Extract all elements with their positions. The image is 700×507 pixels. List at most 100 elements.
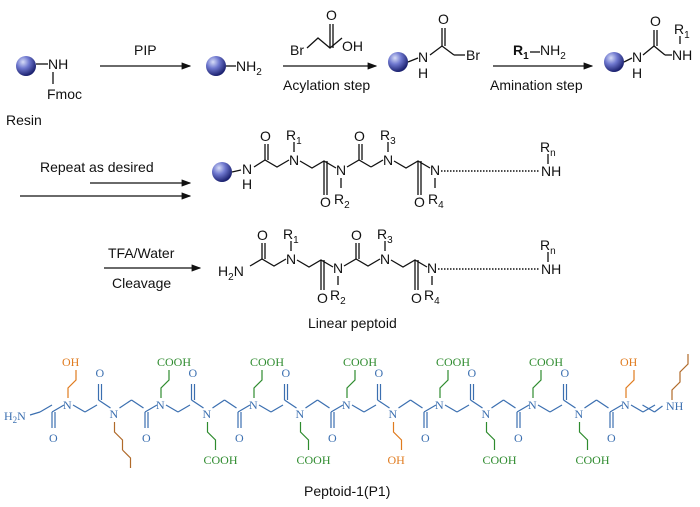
bond xyxy=(144,404,158,413)
bond xyxy=(456,404,470,413)
carbonyl-oxygen: O xyxy=(561,366,570,380)
pip-label: PIP xyxy=(134,42,157,58)
carboxyl-group: COOH xyxy=(483,453,517,467)
bromoacetylated-resin: N H O Br xyxy=(388,11,480,81)
svg-text:H2N: H2N xyxy=(218,263,244,283)
svg-text:O: O xyxy=(317,290,328,306)
hydroxyl-group: OH xyxy=(62,355,80,369)
resin-bead xyxy=(16,56,36,76)
backbone-nitrogen: N xyxy=(621,398,630,412)
svg-text:NH: NH xyxy=(541,163,561,179)
resin-bead xyxy=(388,52,408,72)
svg-text:R1: R1 xyxy=(283,226,299,246)
svg-text:H: H xyxy=(632,65,642,81)
svg-text:N: N xyxy=(336,162,346,178)
hydroxyl-group: OH xyxy=(388,453,406,467)
backbone-bond xyxy=(39,404,53,413)
bond xyxy=(410,399,423,409)
resin-bead xyxy=(206,56,226,76)
carbonyl-oxygen: O xyxy=(607,431,616,445)
bond xyxy=(84,404,98,413)
cooh-chain xyxy=(578,422,589,450)
resin-fmoc: NH Fmoc Resin xyxy=(6,56,82,128)
bond xyxy=(642,404,655,413)
bond xyxy=(284,399,297,409)
bond xyxy=(191,399,204,409)
bond xyxy=(516,404,530,413)
carboxyl-group: COOH xyxy=(250,355,284,369)
carboxyl-group: COOH xyxy=(436,355,470,369)
svg-text:N: N xyxy=(430,162,440,178)
peptoid-caption: Peptoid-1(P1) xyxy=(304,483,390,499)
oh-chain xyxy=(392,422,403,450)
carboxyl-group: COOH xyxy=(204,453,238,467)
carbonyl-oxygen: O xyxy=(468,366,477,380)
svg-text:O: O xyxy=(351,227,362,243)
svg-text:N: N xyxy=(289,152,299,168)
hydroxyl-group: OH xyxy=(620,355,638,369)
svg-text:H: H xyxy=(242,176,252,192)
cooh-chain xyxy=(439,370,449,398)
carbonyl-oxygen: O xyxy=(189,366,198,380)
svg-text:N: N xyxy=(418,49,428,65)
amination-arrow: Amination step xyxy=(490,62,594,93)
bond xyxy=(470,399,483,409)
bond xyxy=(305,399,318,409)
bond xyxy=(98,399,111,409)
svg-text:O: O xyxy=(326,7,337,23)
carbonyl-oxygen: O xyxy=(514,431,523,445)
svg-text:O: O xyxy=(650,13,661,29)
backbone-nitrogen: N xyxy=(110,407,119,421)
oh-chain xyxy=(625,370,635,398)
svg-text:N: N xyxy=(383,152,393,168)
backbone-nitrogen: N xyxy=(528,398,537,412)
butyl-chain xyxy=(113,422,124,450)
resin-label: Resin xyxy=(6,112,42,128)
bond xyxy=(131,399,144,409)
bond xyxy=(237,404,251,413)
bond xyxy=(330,404,344,413)
peptoid-1-structure: H2N NH ONOHONONCOOHONCOOHONCOOHONCOOHONC… xyxy=(4,354,689,468)
svg-text:R4: R4 xyxy=(424,287,440,307)
svg-text:O: O xyxy=(414,194,425,210)
bond xyxy=(270,404,284,413)
carboxyl-group: COOH xyxy=(297,453,331,467)
cleavage-label: Cleavage xyxy=(112,275,171,291)
bond xyxy=(398,399,411,409)
cooh-chain xyxy=(346,370,356,398)
carbonyl-oxygen: O xyxy=(375,366,384,380)
cooh-chain xyxy=(485,422,496,450)
svg-text:O: O xyxy=(411,290,422,306)
carboxyl-group: COOH xyxy=(157,355,191,369)
svg-text:OH: OH xyxy=(342,38,363,54)
bond xyxy=(549,404,563,413)
backbone-nitrogen: N xyxy=(342,398,351,412)
cleavage-arrow: TFA/Water Cleavage xyxy=(104,245,202,291)
svg-text:R1: R1 xyxy=(286,127,302,147)
backbone-nitrogen: N xyxy=(389,407,398,421)
svg-text:O: O xyxy=(354,128,365,144)
svg-text:Rn: Rn xyxy=(540,237,556,257)
bond xyxy=(224,399,237,409)
resin-bead xyxy=(212,162,232,182)
bond xyxy=(29,411,41,416)
svg-text:O: O xyxy=(320,194,331,210)
resin-bound-oligomer: N H O N R1 O N R2 O N R3 O N R4 NH Rn xyxy=(212,127,561,211)
svg-text:Br: Br xyxy=(290,42,304,58)
svg-text:R2: R2 xyxy=(330,287,346,307)
cooh-chain xyxy=(299,422,310,450)
cooh-chain xyxy=(160,370,170,398)
bond xyxy=(363,404,377,413)
repeat-arrow: Repeat as desired xyxy=(20,159,192,200)
svg-text:N: N xyxy=(380,251,390,267)
svg-text:NH: NH xyxy=(672,47,692,63)
bond xyxy=(165,404,179,413)
svg-text:H: H xyxy=(418,65,428,81)
carbonyl-oxygen: O xyxy=(328,431,337,445)
linear-peptoid: H2N O N R1 O N R2 O N R3 O N R4 NH Rn Li… xyxy=(218,226,561,331)
bond xyxy=(351,404,365,413)
svg-text:R2: R2 xyxy=(334,191,350,211)
backbone-nitrogen: N xyxy=(575,407,584,421)
backbone-nitrogen: N xyxy=(249,398,258,412)
